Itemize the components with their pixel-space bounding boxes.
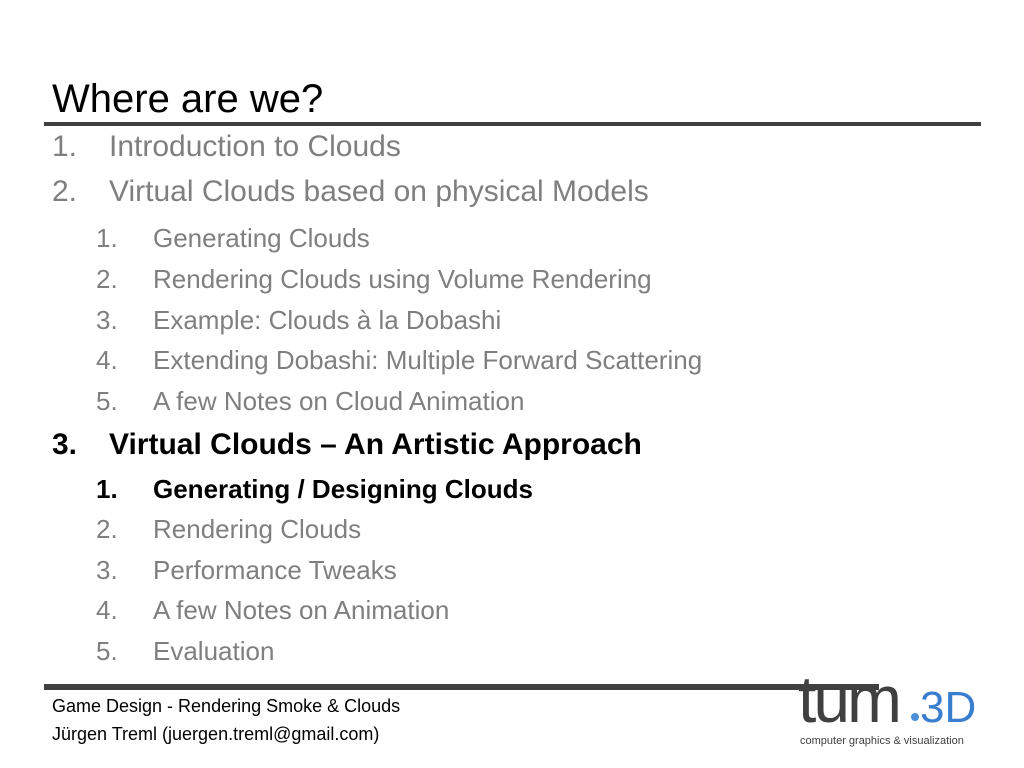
outline-text: Virtual Clouds based on physical Models: [109, 175, 649, 208]
outline-number: 2.: [96, 514, 118, 544]
outline-number: 5.: [96, 386, 118, 416]
tum3d-logo: tum 3D computer graphics & visualization: [798, 662, 976, 747]
outline-text: Generating / Designing Clouds: [153, 474, 533, 504]
outline-number: 3.: [96, 305, 118, 335]
outline-text: A few Notes on Animation: [153, 595, 450, 625]
logo-wordmark-tum: tum: [798, 662, 899, 736]
outline-number: 3.: [96, 555, 118, 585]
outline-number: 1.: [96, 474, 118, 504]
footer-course-title: Game Design - Rendering Smoke & Clouds: [52, 696, 401, 716]
outline-text: Introduction to Clouds: [109, 130, 401, 163]
title-divider: [44, 122, 981, 126]
outline-number: 1.: [96, 223, 118, 253]
outline-number: 1.: [52, 130, 78, 163]
slide-title: Where are we?: [52, 77, 324, 121]
footer-author: Jürgen Treml (juergen.treml@gmail.com): [52, 724, 380, 744]
logo-tagline: computer graphics & visualization: [800, 735, 964, 747]
outline-number: 4.: [96, 595, 118, 625]
outline-text: Evaluation: [153, 636, 275, 666]
outline-text: Virtual Clouds – An Artistic Approach: [109, 428, 642, 461]
outline-number: 4.: [96, 345, 118, 375]
outline-number: 2.: [52, 175, 78, 208]
outline-number: 5.: [96, 636, 118, 666]
outline-text: Performance Tweaks: [153, 555, 397, 585]
outline-text: A few Notes on Cloud Animation: [153, 386, 525, 416]
outline-text: Rendering Clouds using Volume Rendering: [153, 264, 652, 294]
outline-text: Example: Clouds à la Dobashi: [153, 305, 502, 335]
outline-text: Rendering Clouds: [153, 514, 362, 544]
outline-number: 2.: [96, 264, 118, 294]
outline-text: Generating Clouds: [153, 223, 370, 253]
outline-text: Extending Dobashi: Multiple Forward Scat…: [153, 345, 703, 375]
outline-number: 3.: [52, 428, 78, 461]
logo-wordmark-3d: 3D: [920, 683, 976, 732]
footer-divider: [44, 684, 879, 690]
logo-dot: [911, 713, 919, 721]
